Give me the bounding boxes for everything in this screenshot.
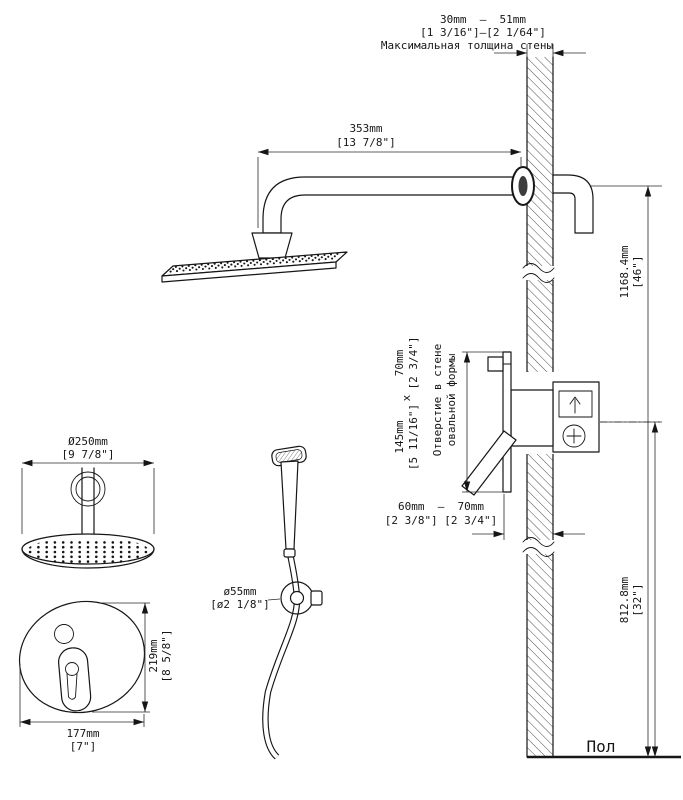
floor-label: Пол [587,737,616,756]
hole-height-inch: [5 11/16"] [407,404,420,470]
mixer-valve-side [461,351,660,496]
wall-break-upper [522,263,557,283]
diverter-button-front [54,624,74,644]
valve-depth-mm: 60mm — 70mm [398,500,484,513]
arm-flange-front [70,471,106,507]
trim-plate-height-dimension: 219mm [8 5/8"] [92,602,173,713]
arm-height-mm: 1168.4mm [618,245,631,298]
lever-handle-front [58,647,92,712]
wall-thickness-caption: Максимальная толщина стены [381,39,554,52]
hose-nut [283,548,296,558]
supply-pipe-behind-wall [552,174,594,234]
valve-height-mm: 812.8mm [618,576,631,623]
valve-depth-inch: [2 3/8"] [2 3/4"] [385,514,498,527]
hand-shower [262,445,323,760]
hole-width-inch: [2 3/4"] [407,337,420,390]
shower-arm [262,176,528,234]
hole-dimension-separator: x [400,394,413,401]
diverter-knob [487,356,504,372]
arm-height-inch: [46"] [631,255,644,288]
arm-length-inch: [13 7/8"] [336,136,396,149]
plate-height-mm: 219mm [147,639,160,672]
holder-wall-tab [310,590,323,606]
valve-height-inch: [32"] [631,583,644,616]
wall-thickness-mm: 30mm — 51mm [440,13,526,26]
arm-connector-nut [251,232,293,259]
arm-length-dimension: 353mm [13 7/8"] [257,122,522,228]
rain-head-disc [21,533,155,565]
rain-head-nozzles [169,252,339,273]
height-dimensions: 1168.4mm [46"] 812.8mm [32"] [600,186,662,757]
wall-hole-dimension: 70mm [2 3/4"] x 145mm [5 11/16"] Отверст… [393,337,503,493]
hole-width-mm: 70mm [393,349,406,376]
holder-diameter-mm: ø55mm [223,585,256,598]
arm-length-mm: 353mm [349,122,382,135]
holder-diameter-inch: [ø2 1/8"] [210,598,270,611]
flow-arrow-icon [569,396,581,414]
rain-shower-head-side [161,251,348,283]
plate-height-inch: [8 5/8"] [160,630,173,683]
head-diameter-dimension: Ø250mm [9 7/8"] [21,435,155,534]
mixer-lever-handle [461,430,517,496]
arm-wall-flange [511,166,535,206]
rain-head-front-view [21,467,155,569]
head-diameter-inch: [9 7/8"] [62,448,115,461]
hole-height-mm: 145mm [393,420,406,453]
hand-shower-handle [280,460,299,550]
wall-thickness-inch: [1 3/16"]—[2 1/64"] [420,26,546,39]
head-diameter-mm: Ø250mm [68,435,108,448]
hole-caption-line1: Отверстие в стене [431,344,444,457]
valve-depth-dimension: 60mm — 70mm [2 3/8"] [2 3/4"] [385,494,585,540]
trim-plate-width-dimension: 177mm [7"] [19,664,145,753]
wall-break-lower [522,537,557,557]
plate-width-inch: [7"] [70,740,97,753]
trim-plate-front-view [18,600,146,714]
hole-caption-line2: овальной формы [445,353,458,446]
plate-width-mm: 177mm [66,727,99,740]
holder-diameter-dimension: ø55mm [ø2 1/8"] [210,585,281,611]
trim-plate-edge [502,351,512,493]
wall-thickness-dimension: 30mm — 51mm [1 3/16"]—[2 1/64"] Максимал… [381,13,586,57]
